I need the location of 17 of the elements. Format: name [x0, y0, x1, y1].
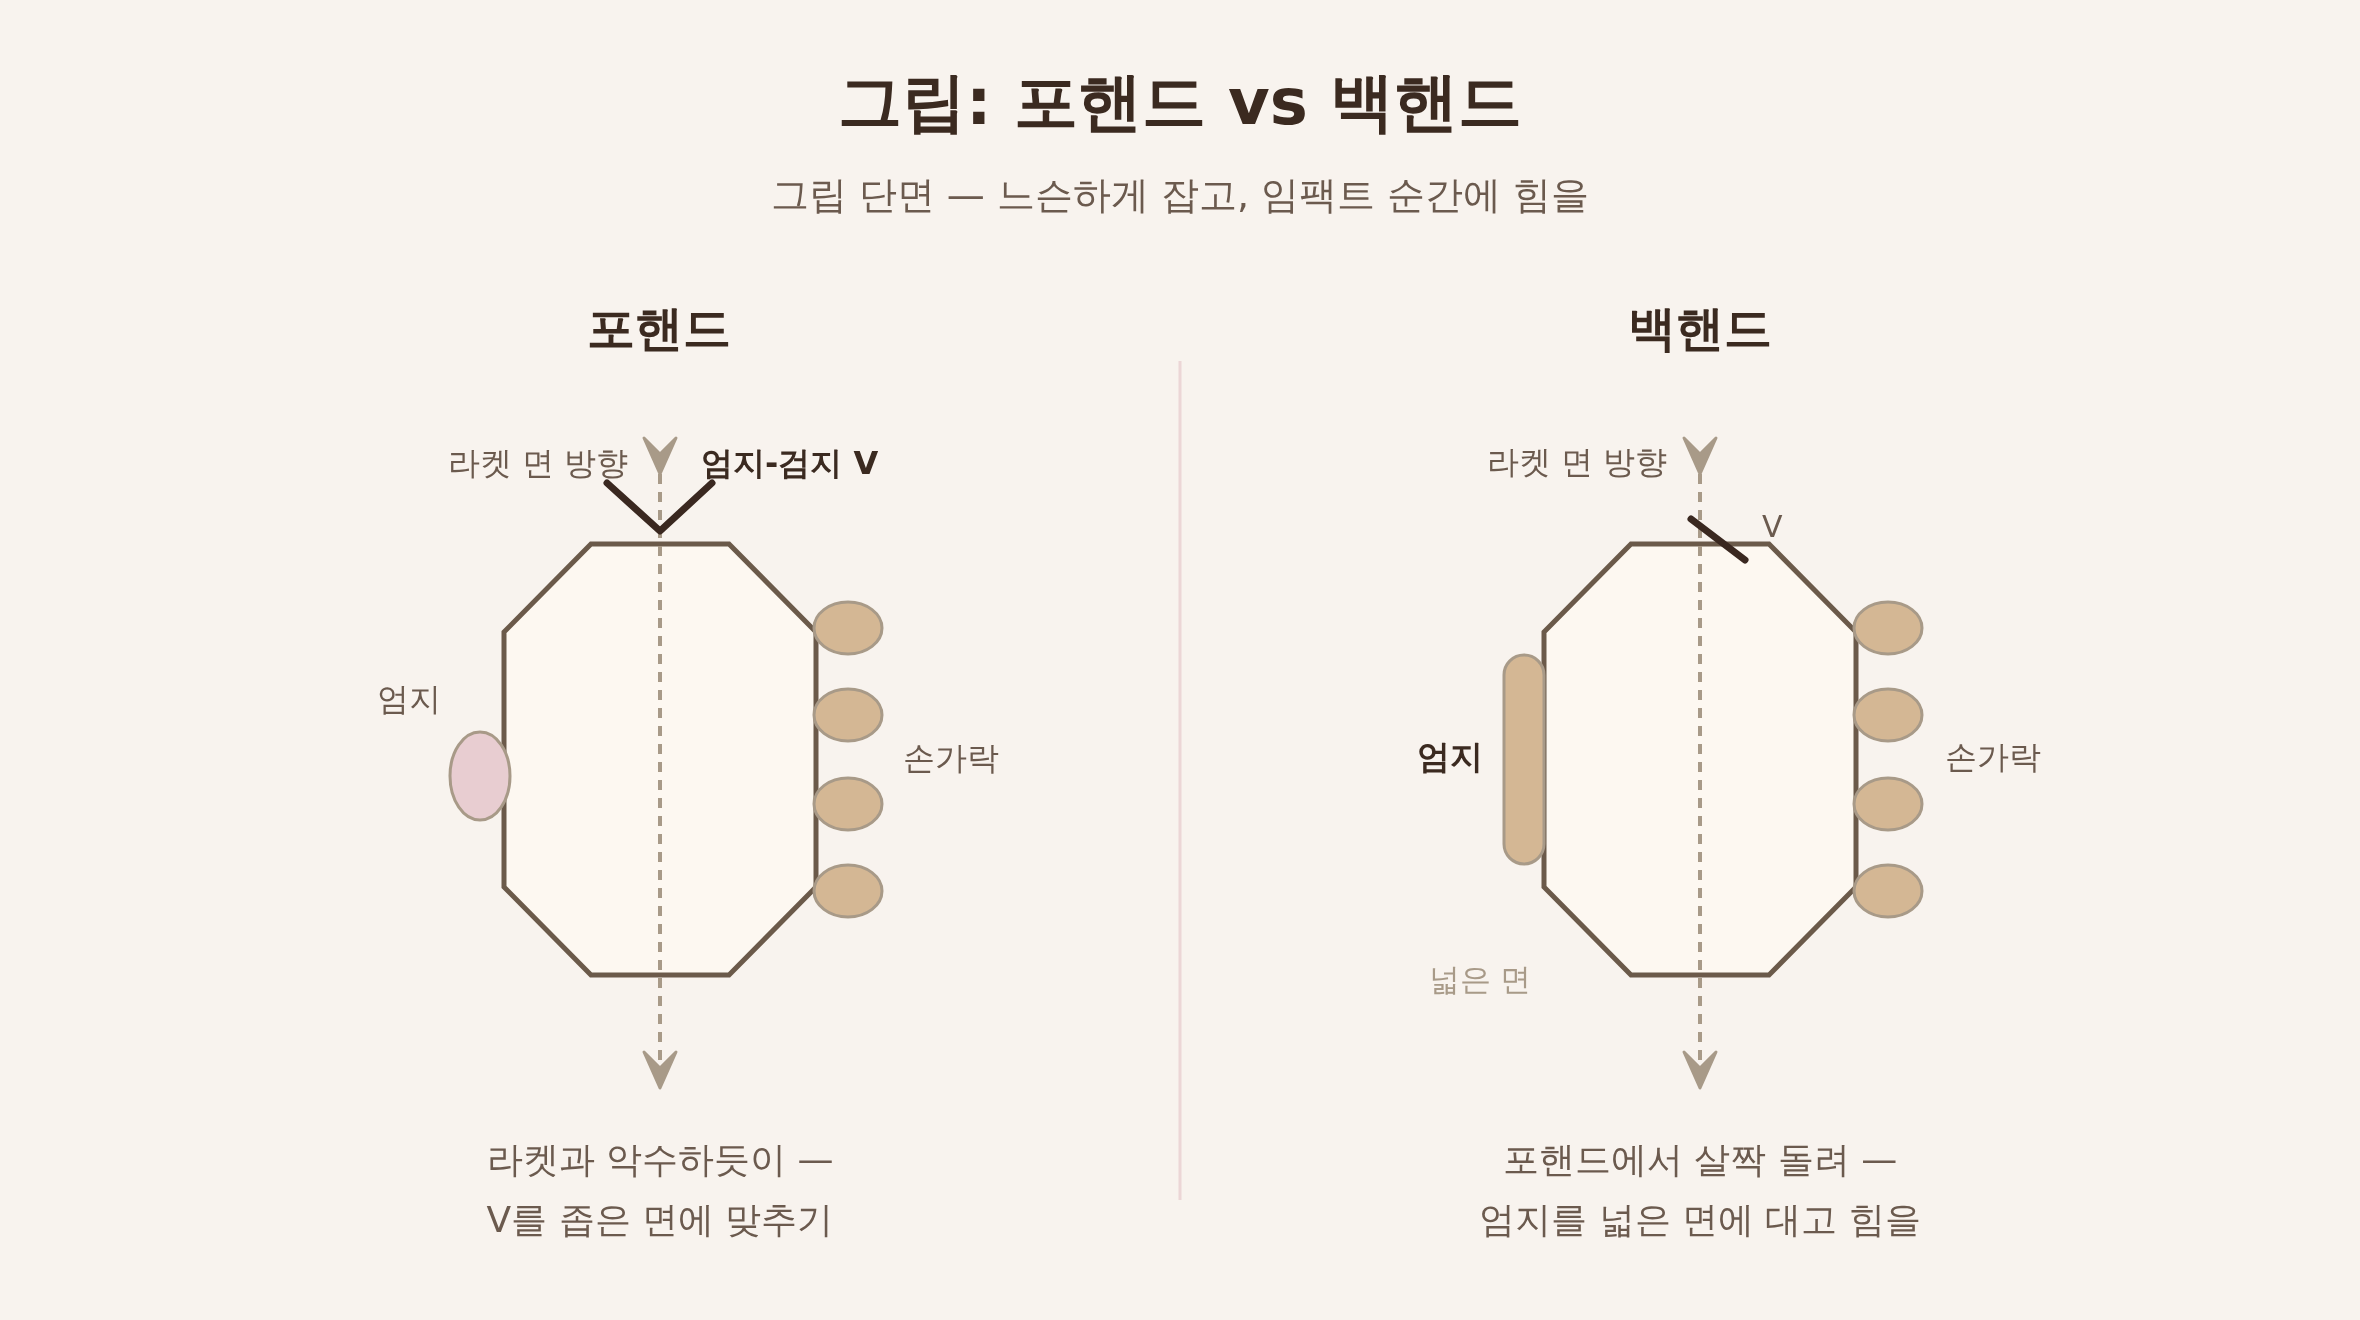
part-label: 손가락 [903, 738, 999, 778]
panel-heading: 백핸드 [1628, 299, 1772, 358]
part-label: 엄지 [377, 679, 441, 719]
subtitle: 그립 단면 — 느슨하게 잡고, 임팩트 순간에 힘을 [770, 172, 1590, 220]
direction-label: 라켓 면 방향 [447, 443, 628, 483]
caption: 포핸드에서 살짝 돌려 — 엄지를 넓은 면에 대고 힘을 [1478, 1138, 1922, 1242]
panel-heading: 포핸드 [587, 299, 731, 358]
direction-label: 라켓 면 방향 [1486, 442, 1667, 482]
part-label: 엄지 [1417, 736, 1483, 778]
part-label: 넓은 면 [1428, 959, 1532, 999]
part-label: 손가락 [1945, 737, 2041, 777]
part-label: V [1762, 508, 1783, 546]
handle-section [1541, 541, 1859, 978]
part-label: 엄지-검지 V [701, 443, 879, 483]
handle-section [501, 541, 819, 978]
caption: 라켓과 악수하듯이 — V를 좁은 면에 맞추기 [485, 1138, 835, 1242]
title: 그립: 포핸드 vs 백핸드 [837, 64, 1523, 141]
